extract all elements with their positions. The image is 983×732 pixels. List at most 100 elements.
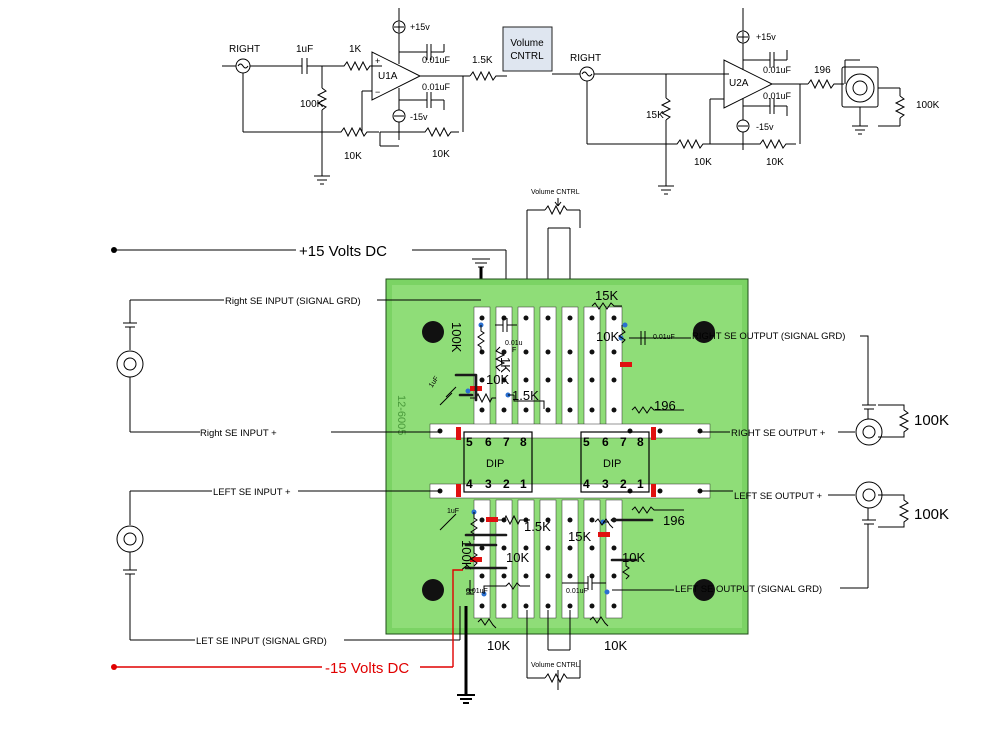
dip-socket-right: 5 6 7 8 DIP 4 3 2 1 (580, 431, 650, 493)
dip-pin: 7 (503, 435, 510, 449)
opamp-u1a-label: U1A (378, 71, 398, 82)
r-10k-c-label: 10K (694, 157, 712, 168)
schematic-top: RIGHT 1uF 100K 1K U1A +− +15v 0.01uF -15… (222, 8, 940, 195)
r-10k-a-label: 10K (344, 151, 362, 162)
right-in-jack-icon (116, 350, 144, 378)
dip-pin: 1 (637, 477, 644, 491)
mounting-hole-icon (693, 321, 715, 343)
u1-neg-label: -15v (410, 112, 428, 122)
dip-pin: 8 (520, 435, 527, 449)
dip-pin: 4 (583, 477, 590, 491)
board-1-5k-bot: 1.5K (524, 519, 551, 534)
opamp-u2a-label: U2A (729, 78, 749, 89)
volume-pot-bottom-icon (544, 672, 580, 684)
board-c001-bl: 0.01uF (466, 588, 488, 595)
r-10k-d-label: 10K (766, 157, 784, 168)
board-1uf-bot: 1uF (447, 508, 459, 515)
board-15k-top: 15K (595, 288, 618, 303)
left-out-grd-label: LEFT SE OUTPUT (SIGNAL GRD) (675, 584, 822, 595)
mounting-hole-icon (422, 321, 444, 343)
cap-1uf-label: 1uF (296, 44, 313, 55)
dip-pin: 2 (620, 477, 627, 491)
volume-box-line1: Volume (510, 38, 544, 49)
load-left-label: 100K (914, 506, 949, 523)
board-trace (464, 533, 508, 570)
dip-pin: 5 (466, 435, 473, 449)
left-out-plus-label: LEFT SE OUTPUT + (734, 491, 823, 502)
board-100k-top: 100K (449, 322, 464, 353)
left-in-grd-label: LET SE INPUT (SIGNAL GRD) (196, 636, 327, 647)
svg-text:−: − (375, 87, 380, 97)
board-c001-top-sub: F (512, 347, 516, 354)
dip-pin: 4 (466, 477, 473, 491)
dip-pin: 6 (602, 435, 609, 449)
board-components (439, 302, 689, 629)
r-10k-b-label: 10K (432, 149, 450, 160)
board-10k-e: 10K (487, 638, 510, 653)
r-100k-label: 100K (300, 99, 324, 110)
dip-label: DIP (486, 458, 504, 470)
right-out-jack-icon (855, 418, 883, 446)
left-in-plus-label: LEFT SE INPUT + (213, 487, 291, 498)
volume-cntrl-bottom-label: Volume CNTRL (531, 662, 580, 669)
board-15k-bot: 15K (568, 529, 591, 544)
u2-pos-label: +15v (756, 32, 776, 42)
board-strips (429, 306, 711, 619)
opamp-u1a-icon (371, 51, 422, 101)
right-out-grd-label: RIGHT SE OUTPUT (SIGNAL GRD) (692, 331, 845, 342)
dip-pin: 3 (602, 477, 609, 491)
r-196-label: 196 (814, 65, 831, 76)
dip-label: DIP (603, 458, 621, 470)
dip-socket-left: 5 6 7 8 DIP 4 3 2 1 (463, 431, 533, 493)
board-10k-a: 10K (596, 329, 619, 344)
volume-control-box (502, 26, 553, 72)
mounting-hole-icon (422, 579, 444, 601)
board-part-number: 12-6005 (395, 395, 407, 435)
right-in-grd-label: Right SE INPUT (SIGNAL GRD) (225, 296, 361, 307)
dip-pin: 5 (583, 435, 590, 449)
board-10k-c: 10K (506, 550, 529, 565)
dip-pin: 1 (520, 477, 527, 491)
volume-box-line2: CNTRL (510, 51, 544, 62)
board-c001-top: 0.01u (505, 340, 523, 347)
board-100k-bot: 100K (459, 540, 474, 571)
board-10k-f: 10K (604, 638, 627, 653)
board-196-top: 196 (654, 398, 676, 413)
board-wiring: Volume CNTRL +15 Volts DC 12-6005 (111, 189, 949, 704)
volume-cntrl-top-label: Volume CNTRL (531, 189, 580, 196)
left-in-jack-icon (116, 525, 144, 553)
output-jack-icon (845, 73, 875, 103)
r-load-100k-label: 100K (916, 100, 940, 111)
right-input-label: RIGHT (570, 53, 601, 64)
board-196-bot: 196 (663, 513, 685, 528)
u2-cap-pos-label: 0.01uF (763, 65, 792, 75)
board-10k-d: 10K (622, 550, 645, 565)
neg-supply-label: -15 Volts DC (325, 660, 409, 677)
right-out-plus-label: RIGHT SE OUTPUT + (731, 428, 826, 439)
u2-cap-neg-label: 0.01uF (763, 91, 792, 101)
left-input-label: RIGHT (229, 44, 260, 55)
dip-pin: 2 (503, 477, 510, 491)
u2-neg-label: -15v (756, 122, 774, 132)
u1-cap-pos-label: 0.01uF (422, 55, 451, 65)
mounting-hole-icon (693, 579, 715, 601)
board-pads (437, 315, 703, 609)
r-15k-label: 15K (646, 110, 664, 121)
u1-cap-neg-label: 0.01uF (422, 82, 451, 92)
volume-pot-top-icon (544, 204, 580, 216)
board-10k-b: 10K (486, 372, 509, 387)
board-c001-br: 0.01uF (566, 588, 588, 595)
r-1-5k-label: 1.5K (472, 55, 493, 66)
dip-pin: 3 (485, 477, 492, 491)
opamp-u2a-icon (723, 59, 774, 109)
board-trace (454, 373, 478, 402)
board-1k: 1K (498, 357, 513, 373)
u1-pos-label: +15v (410, 22, 430, 32)
right-in-plus-label: Right SE INPUT + (200, 428, 277, 439)
load-right-label: 100K (914, 412, 949, 429)
board-1-5k-top: 1.5K (512, 388, 539, 403)
dip-pin: 8 (637, 435, 644, 449)
resistor-15k-icon (660, 97, 672, 121)
pos-supply-label: +15 Volts DC (299, 243, 387, 260)
